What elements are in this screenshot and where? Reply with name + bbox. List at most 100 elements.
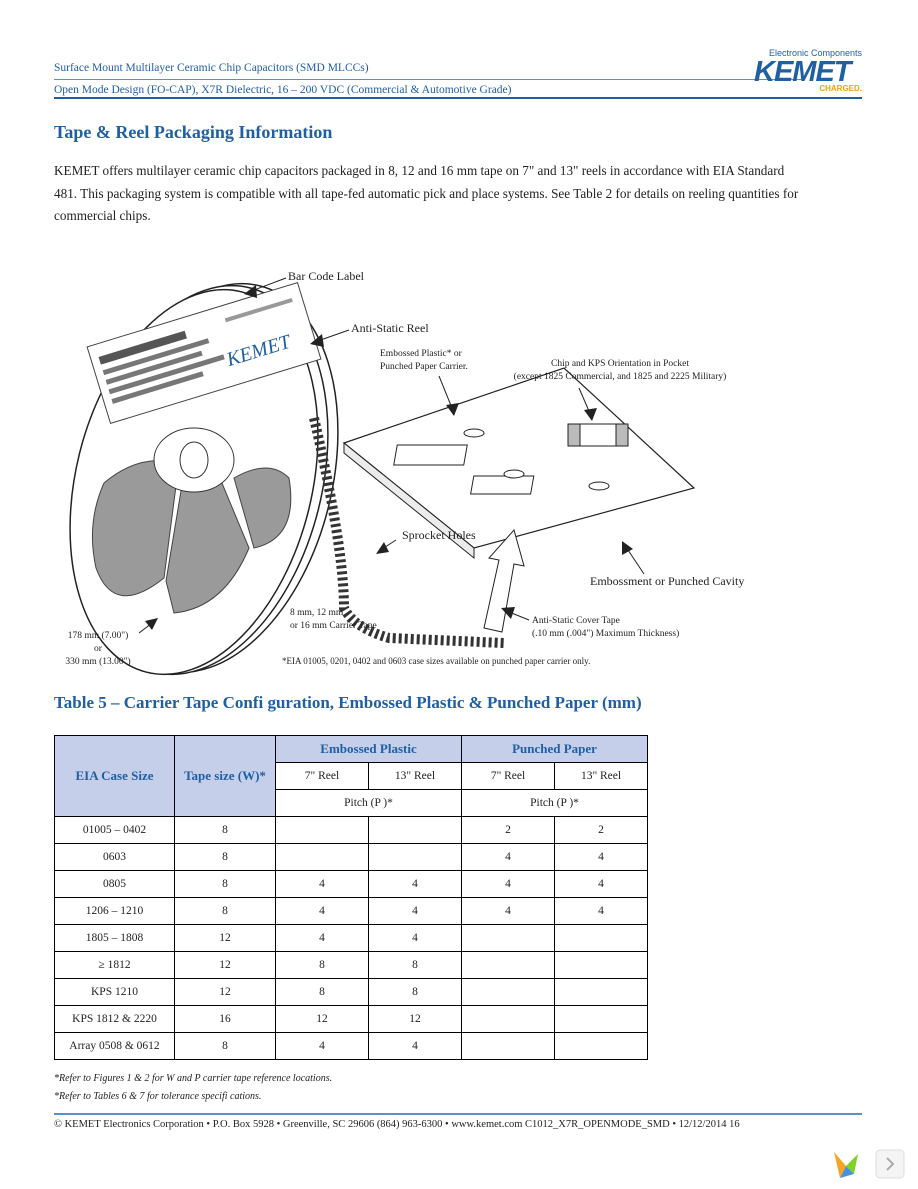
table-row: 0603 8 4 4 <box>54 843 649 871</box>
cover-tape-line2: (.10 mm (.004") Maximum Thickness) <box>532 629 680 639</box>
cell-embossed-13: 4 <box>367 1032 463 1060</box>
header-punched-pitch: Pitch (P )* <box>461 789 649 817</box>
table-note-1: *Refer to Figures 1 & 2 for W and P carr… <box>54 1073 333 1084</box>
cell-embossed-7 <box>275 843 369 871</box>
cell-embossed-13: 12 <box>367 1005 463 1033</box>
cell-punched-13 <box>554 1032 649 1060</box>
reel-size-line3: 330 mm (13.00") <box>65 657 131 667</box>
cell-punched-13: 2 <box>554 816 649 844</box>
cell-punched-7: 4 <box>461 870 556 898</box>
cell-tape-size: 8 <box>174 897 276 925</box>
cell-embossed-7: 4 <box>275 870 369 898</box>
table-row: 1206 – 1210 8 4 4 4 4 <box>54 897 649 925</box>
cell-punched-7 <box>461 1005 556 1033</box>
sprocket-holes-callout: Sprocket Holes <box>402 528 476 542</box>
cell-embossed-7: 8 <box>275 951 369 979</box>
carrier-tape-callout: 8 mm, 12 mm or 16 mm Carrier Tape <box>290 607 377 633</box>
logo-charged: CHARGED. <box>819 84 862 93</box>
cell-embossed-13 <box>367 816 463 844</box>
viewer-widget <box>820 1144 910 1184</box>
cell-embossed-7: 12 <box>275 1005 369 1033</box>
cell-tape-size: 12 <box>174 951 276 979</box>
cell-embossed-7: 4 <box>275 1032 369 1060</box>
table-notes: *Refer to Figures 1 & 2 for W and P carr… <box>54 1070 332 1106</box>
table-row: Array 0508 & 0612 8 4 4 <box>54 1032 649 1060</box>
carrier-tape-line2: or 16 mm Carrier Tape <box>290 621 377 631</box>
bar-code-label-callout: Bar Code Label <box>288 269 364 283</box>
carrier-tape-line1: 8 mm, 12 mm <box>290 608 344 618</box>
cell-punched-7 <box>461 951 556 979</box>
header-rule <box>54 97 862 99</box>
cell-punched-7: 2 <box>461 816 556 844</box>
cell-punched-13: 4 <box>554 843 649 871</box>
cell-embossed-13: 8 <box>367 978 463 1006</box>
cell-punched-7 <box>461 978 556 1006</box>
cell-embossed-13: 4 <box>367 897 463 925</box>
embossment-callout: Embossment or Punched Cavity <box>590 574 745 588</box>
cell-punched-7: 4 <box>461 843 556 871</box>
cell-punched-13: 4 <box>554 897 649 925</box>
cell-punched-13 <box>554 978 649 1006</box>
reel-size-line1: 178 mm (7.00") <box>67 631 129 641</box>
table-row: ≥ 1812 12 8 8 <box>54 951 649 979</box>
cell-embossed-7: 4 <box>275 924 369 952</box>
cell-punched-7 <box>461 1032 556 1060</box>
header-punched-13-reel: 13" Reel <box>554 762 649 790</box>
table-note-2: *Refer to Tables 6 & 7 for tolerance spe… <box>54 1091 262 1102</box>
cell-punched-13 <box>554 1005 649 1033</box>
document-series-title: Open Mode Design (FO-CAP), X7R Dielectri… <box>54 84 512 96</box>
cell-case-size: KPS 1210 <box>54 978 175 1006</box>
cell-case-size: ≥ 1812 <box>54 951 175 979</box>
cell-punched-13 <box>554 951 649 979</box>
chip-orientation-line1: Chip and KPS Orientation in Pocket <box>550 359 689 369</box>
header-embossed-13-reel: 13" Reel <box>367 762 463 790</box>
intro-paragraph: KEMET offers multilayer ceramic chip cap… <box>54 163 799 223</box>
cell-tape-size: 16 <box>174 1005 276 1033</box>
table-row: 01005 – 0402 8 2 2 <box>54 816 649 844</box>
footer-rule <box>54 1113 862 1115</box>
chip-orientation-callout: Chip and KPS Orientation in Pocket (exce… <box>500 358 740 384</box>
cell-tape-size: 8 <box>174 843 276 871</box>
cell-tape-size: 8 <box>174 816 276 844</box>
section-title: Tape & Reel Packaging Information <box>54 122 333 142</box>
table-title: Table 5 – Carrier Tape Confi guration, E… <box>54 693 642 712</box>
header-case-size: EIA Case Size <box>54 735 175 817</box>
logo-wordmark: KEMET <box>754 56 851 88</box>
cell-tape-size: 12 <box>174 978 276 1006</box>
kemet-logo: Electronic Components KEMET CHARGED. <box>752 48 864 96</box>
cell-case-size: 0805 <box>54 870 175 898</box>
cell-embossed-13: 4 <box>367 870 463 898</box>
cell-embossed-13: 8 <box>367 951 463 979</box>
header-embossed-7-reel: 7" Reel <box>275 762 369 790</box>
cell-punched-7 <box>461 924 556 952</box>
cover-tape-line1: Anti-Static Cover Tape <box>532 616 620 626</box>
cover-tape-callout: Anti-Static Cover Tape (.10 mm (.004") M… <box>532 615 679 641</box>
cell-punched-13 <box>554 924 649 952</box>
cell-embossed-7: 4 <box>275 897 369 925</box>
cell-punched-13: 4 <box>554 870 649 898</box>
cell-tape-size: 8 <box>174 870 276 898</box>
cell-case-size: KPS 1812 & 2220 <box>54 1005 175 1033</box>
anti-static-reel-callout: Anti-Static Reel <box>351 321 429 335</box>
next-page-icon[interactable] <box>875 1149 905 1179</box>
cell-case-size: 1206 – 1210 <box>54 897 175 925</box>
reel-size-callout: 178 mm (7.00") or 330 mm (13.00") <box>48 630 148 669</box>
carrier-tape-table: EIA Case Size Tape size (W)* Embossed Pl… <box>54 735 649 1060</box>
cell-tape-size: 12 <box>174 924 276 952</box>
carrier-type-callout: Embossed Plastic* or Punched Paper Carri… <box>380 348 468 374</box>
cell-punched-7: 4 <box>461 897 556 925</box>
cell-embossed-13: 4 <box>367 924 463 952</box>
table-row: 1805 – 1808 12 4 4 <box>54 924 649 952</box>
carrier-type-line2: Punched Paper Carrier. <box>380 362 468 372</box>
header-punched-7-reel: 7" Reel <box>461 762 556 790</box>
cell-case-size: 0603 <box>54 843 175 871</box>
cell-case-size: 01005 – 0402 <box>54 816 175 844</box>
figure-footnote: *EIA 01005, 0201, 0402 and 0603 case siz… <box>282 656 591 666</box>
cell-embossed-7 <box>275 816 369 844</box>
document-subtitle: Surface Mount Multilayer Ceramic Chip Ca… <box>54 62 369 74</box>
carrier-type-line1: Embossed Plastic* or <box>380 349 462 359</box>
table-row: KPS 1812 & 2220 16 12 12 <box>54 1005 649 1033</box>
cell-case-size: 1805 – 1808 <box>54 924 175 952</box>
logo-tagline: Electronic Components <box>768 48 862 58</box>
header-tape-size: Tape size (W)* <box>174 735 276 817</box>
